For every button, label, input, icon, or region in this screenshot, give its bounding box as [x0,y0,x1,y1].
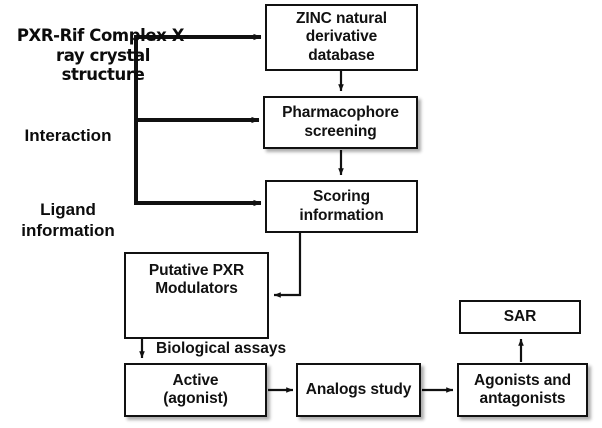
node-scoring-information-label: Scoring information [299,188,384,224]
input-label-interaction: Interaction [8,106,128,147]
input-label-ligand-information-text: Ligand information [21,200,115,240]
node-putative-pxr-modulators-label: Putative PXR Modulators [148,262,245,298]
node-putative-pxr-modulators[interactable]: Putative PXR Modulators [124,252,269,339]
node-active-agonist[interactable]: Active (agonist) [124,363,267,417]
input-label-ligand-information: Ligand information [8,180,128,241]
edge-label-biological-assays: Biological assays [156,340,286,358]
node-pharmacophore-screening[interactable]: Pharmacophore screening [263,96,418,149]
input-label-interaction-text: Interaction [24,126,112,146]
node-scoring-information[interactable]: Scoring information [265,180,418,233]
input-label-crystal-structure-text: PXR-Rif Complex X- ray crystal structure [16,25,190,85]
edge-scoring-to-putative [273,233,302,298]
node-zinc-database[interactable]: ZINC natural derivative database [265,4,418,71]
input-label-crystal-structure: PXR-Rif Complex X- ray crystal structure [4,6,202,85]
node-sar[interactable]: SAR [459,300,581,334]
node-analogs-study[interactable]: Analogs study [296,363,421,417]
edge-label-biological-assays-text: Biological assays [156,340,287,357]
node-zinc-database-label: ZINC natural derivative database [296,10,387,64]
node-active-agonist-label: Active (agonist) [163,371,228,407]
node-sar-label: SAR [503,307,537,325]
node-analogs-study-label: Analogs study [305,380,412,398]
node-agonists-and-antagonists-label: Agonists and antagonists [474,371,571,407]
node-pharmacophore-screening-label: Pharmacophore screening [282,104,399,140]
node-agonists-and-antagonists[interactable]: Agonists and antagonists [457,363,588,417]
